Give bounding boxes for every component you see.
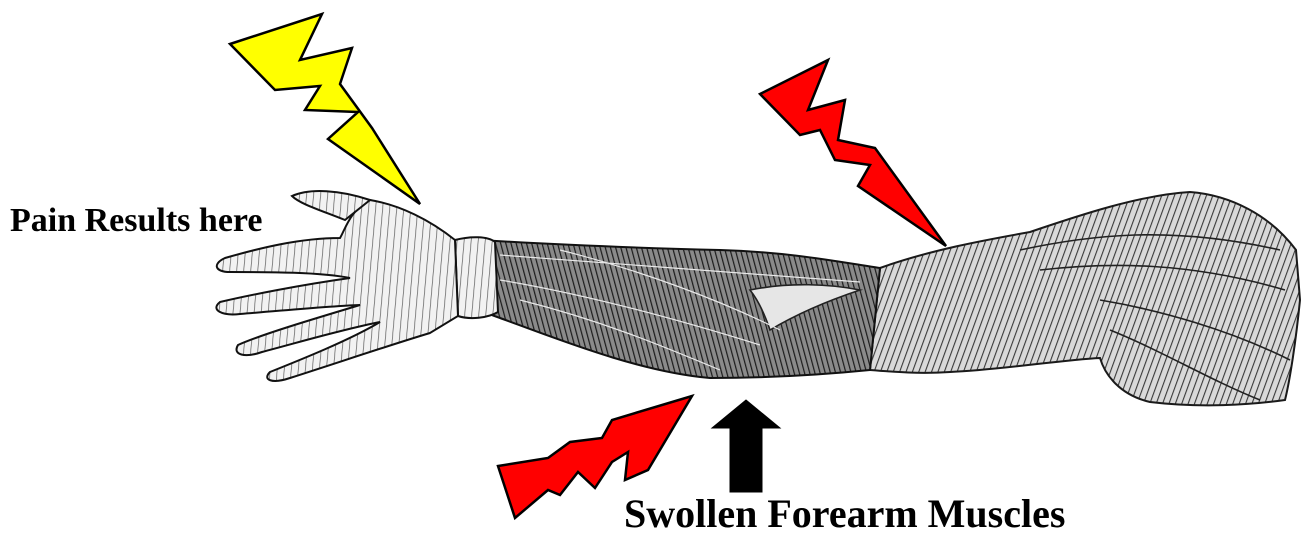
- arm-illustration: [216, 191, 1300, 405]
- upper-arm-muscle: [870, 192, 1300, 405]
- swollen-forearm-muscles-label: Swollen Forearm Muscles: [624, 494, 1065, 534]
- red-lightning-bolt-icon: [760, 60, 946, 246]
- wrist-band: [455, 237, 498, 318]
- forearm-muscle: [468, 240, 880, 378]
- up-arrow-icon: [712, 400, 780, 492]
- pain-results-label: Pain Results here: [10, 204, 262, 238]
- yellow-lightning-bolt-icon: [230, 14, 420, 204]
